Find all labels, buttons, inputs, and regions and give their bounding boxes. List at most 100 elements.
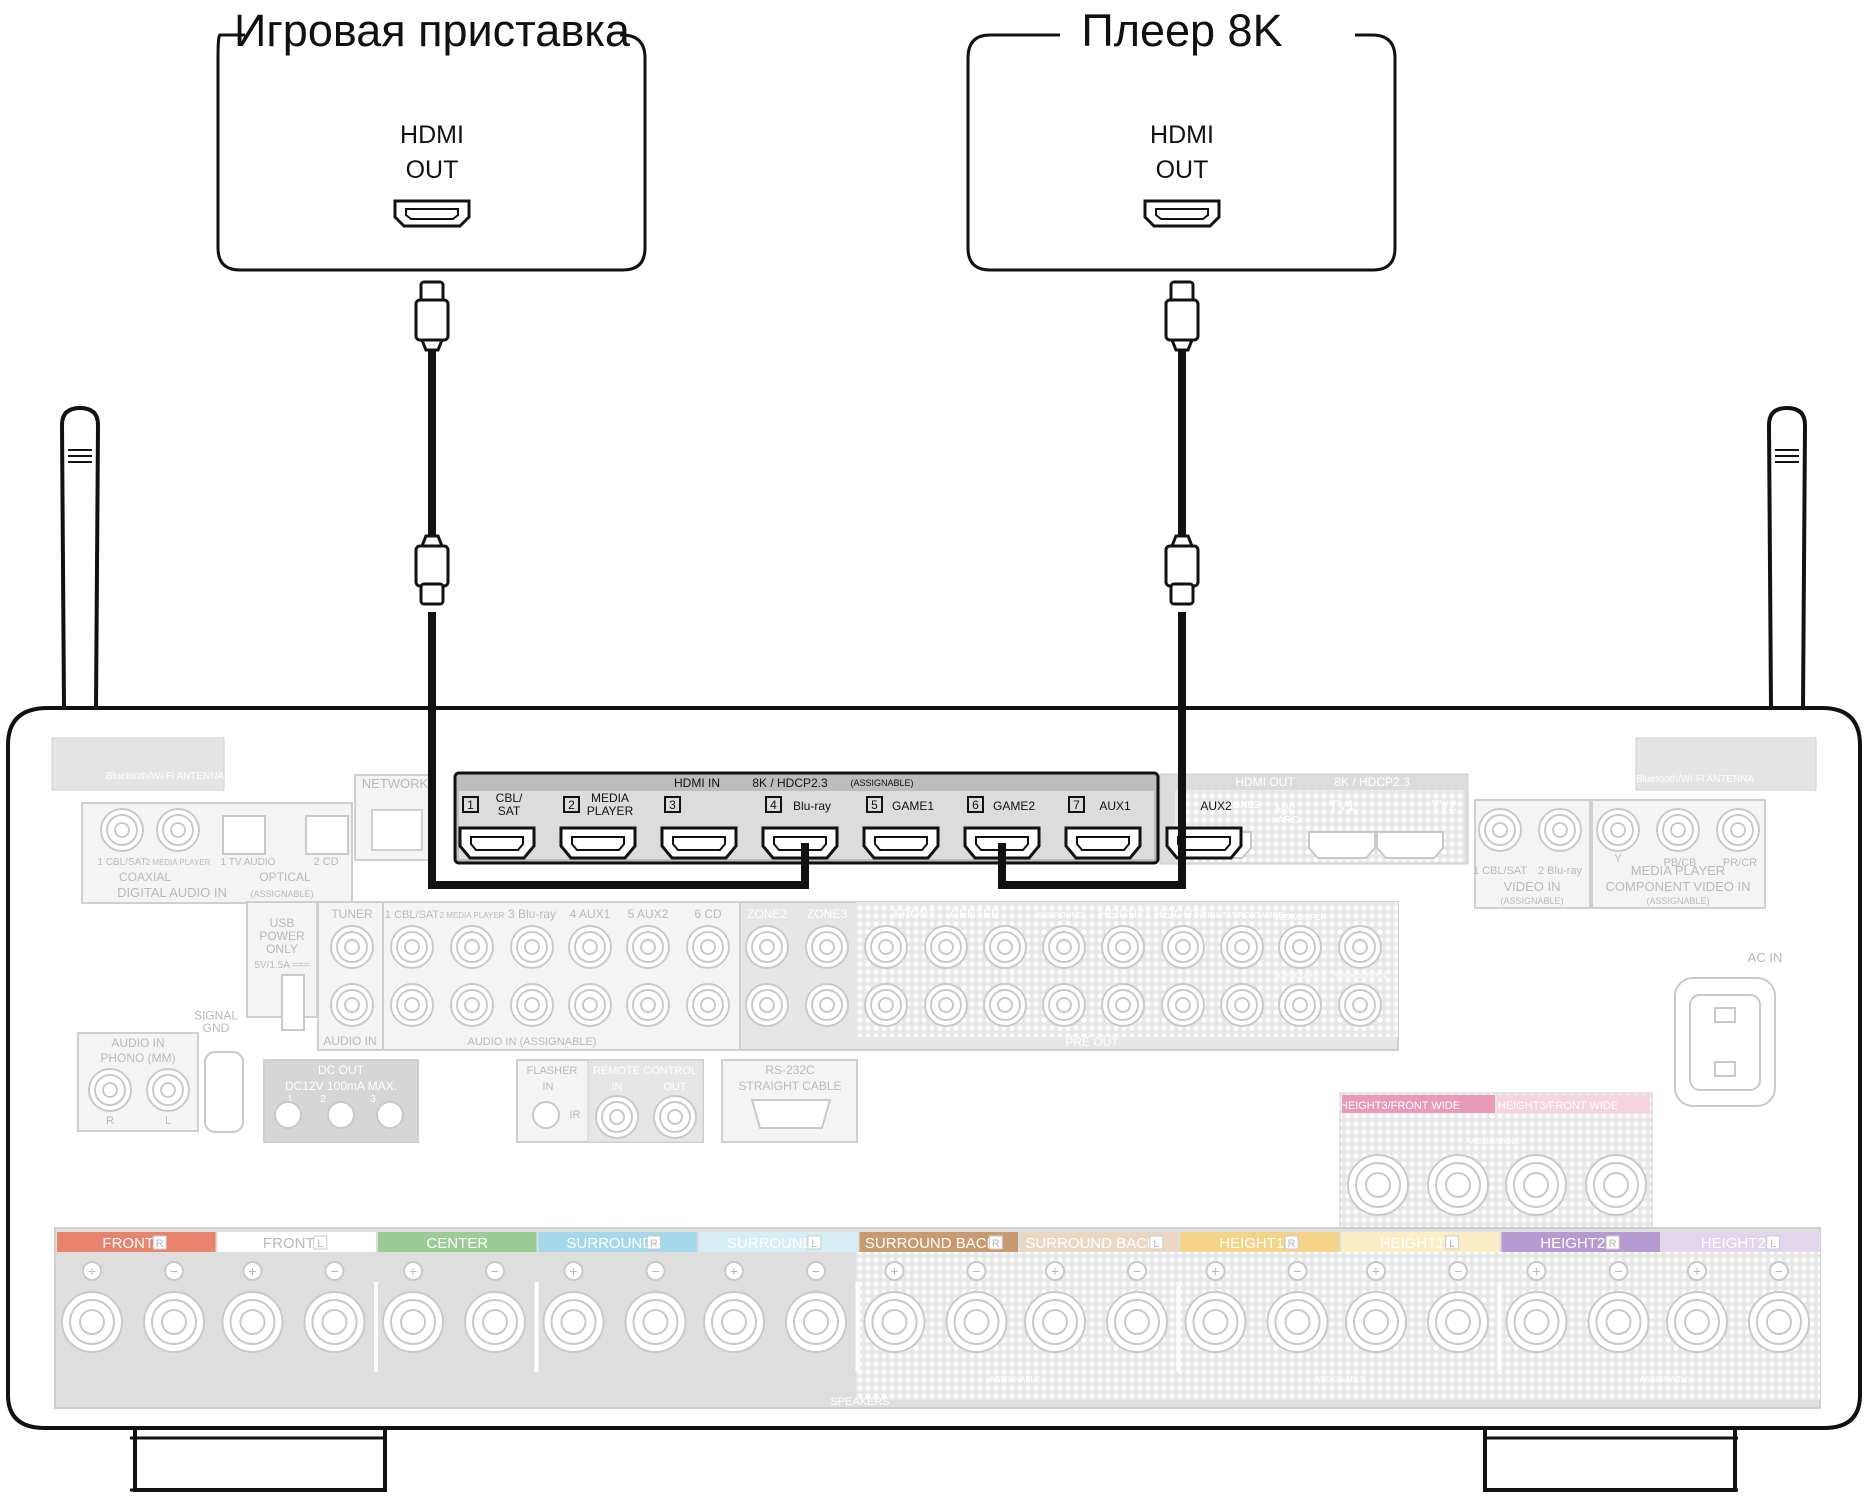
device-title: Игровая приставка — [234, 5, 631, 56]
hdmi-socket[interactable] — [660, 826, 738, 860]
speaker-side: L — [811, 1238, 817, 1250]
port-label: CBL/SAT — [496, 791, 523, 818]
binding-post[interactable] — [464, 1291, 526, 1353]
speaker-channel-label: HEIGHT1 — [1219, 1235, 1284, 1252]
binding-post[interactable] — [61, 1291, 123, 1353]
svg-text:REMOTE CONTROL: REMOTE CONTROL — [593, 1065, 697, 1077]
svg-text:+: + — [569, 1263, 577, 1279]
binding-post[interactable] — [785, 1291, 847, 1353]
svg-text:+: + — [890, 1263, 898, 1279]
coax-1-label: 1 CBL/SAT — [97, 857, 146, 868]
port-number: 7 — [1073, 798, 1080, 812]
rs232c: RS-232C STRAIGHT CABLE — [721, 1059, 858, 1143]
svg-text:PB/CB: PB/CB — [1663, 857, 1696, 869]
port-number: 5 — [871, 798, 878, 812]
binding-post[interactable] — [1024, 1291, 1086, 1353]
hdmi-in-port-8[interactable]: AUX2 — [1165, 799, 1243, 860]
binding-post[interactable] — [1266, 1291, 1329, 1353]
polarity-icon: +− — [242, 1261, 345, 1281]
svg-text:ONLY: ONLY — [266, 942, 298, 956]
polarity-icon: +− — [82, 1261, 184, 1281]
binding-post[interactable] — [542, 1291, 605, 1353]
speaker-side: R — [1288, 1238, 1296, 1250]
port-label: GAME1 — [892, 799, 934, 813]
digital-audio-in-title: DIGITAL AUDIO IN — [117, 885, 227, 900]
binding-post[interactable] — [1666, 1291, 1728, 1353]
svg-text:IN: IN — [543, 1081, 554, 1093]
svg-text:1: 1 — [287, 1094, 293, 1105]
svg-text:TV1: TV1 — [1329, 797, 1355, 813]
speaker-channel-3: CENTER — [378, 1232, 537, 1252]
speaker-channel-label: FRONT — [263, 1235, 315, 1252]
hdmi-in-port-5[interactable]: 5 GAME1 — [862, 796, 940, 860]
hdmi-socket[interactable] — [458, 826, 536, 860]
svg-text:8K / HDCP2.3: 8K / HDCP2.3 — [1334, 775, 1410, 789]
svg-text:4 AUX1: 4 AUX1 — [570, 907, 611, 921]
svg-text:VIDEO IN: VIDEO IN — [1503, 879, 1560, 894]
svg-text:STRAIGHT CABLE: STRAIGHT CABLE — [738, 1079, 841, 1093]
speaker-channel-8: HEIGHT1 R — [1180, 1232, 1339, 1252]
svg-text:+: + — [88, 1263, 96, 1279]
digital-audio-in: 1 CBL/SAT 2 MEDIA PLAYER 1 TV AUDIO 2 CD… — [81, 802, 353, 904]
svg-text:IN: IN — [612, 1081, 623, 1093]
svg-text:SUBWOOFER 4: SUBWOOFER 4 — [1334, 973, 1386, 980]
device-game-console: Игровая приставка HDMI OUT — [216, 5, 647, 272]
svg-text:CENTER: CENTER — [950, 907, 1000, 921]
speaker-channel-label: HEIGHT1 — [1380, 1235, 1445, 1252]
binding-post[interactable] — [703, 1291, 765, 1353]
svg-text:(ASSIGNABLE): (ASSIGNABLE) — [1500, 896, 1563, 906]
hdmi-in-port-3[interactable]: 3 — [660, 796, 738, 860]
port-number: 2 — [568, 798, 575, 812]
port-number: 3 — [669, 798, 676, 812]
binding-post[interactable] — [1587, 1291, 1650, 1353]
svg-text:SUBWOOFER 3: SUBWOOFER 3 — [1274, 973, 1326, 980]
svg-text:−: − — [491, 1263, 499, 1279]
binding-post[interactable] — [1427, 1291, 1489, 1353]
svg-text:HEIGHT3/FRONT WIDE: HEIGHT3/FRONT WIDE — [1498, 1100, 1618, 1112]
binding-post[interactable] — [303, 1291, 366, 1353]
svg-text:HEIGHT1: HEIGHT1 — [1099, 907, 1151, 921]
polarity-icon: +− — [884, 1261, 987, 1281]
svg-text:FRONT: FRONT — [894, 907, 936, 921]
svg-text:+: + — [409, 1263, 417, 1279]
binding-post[interactable] — [1748, 1291, 1810, 1353]
hdmi-socket[interactable] — [559, 826, 637, 860]
device-8k-player: Плеер 8K HDMI OUT — [966, 5, 1397, 272]
dc-out: DC OUT DC12V 100mA MAX. 1 2 3 — [263, 1059, 419, 1143]
polarity-icon: +− — [724, 1261, 826, 1281]
coaxial-label: COAXIAL — [119, 870, 171, 884]
pre-out: ZONE2 ZONE3 FRONT CENTER SURROUND HEIGHT… — [739, 901, 1399, 1051]
binding-post[interactable] — [945, 1291, 1008, 1353]
svg-text:R: R — [106, 1115, 114, 1127]
binding-post[interactable] — [1345, 1291, 1407, 1353]
speaker-channel-label: FRONT — [102, 1235, 154, 1252]
svg-text:−: − — [330, 1263, 338, 1279]
binding-post[interactable] — [221, 1291, 284, 1353]
hdmi-socket[interactable] — [761, 826, 839, 860]
binding-post[interactable] — [382, 1291, 444, 1353]
svg-text:3: 3 — [370, 1094, 376, 1105]
binding-post[interactable] — [1505, 1291, 1568, 1353]
svg-text:L: L — [165, 1115, 171, 1127]
polarity-icon: +− — [1526, 1261, 1629, 1281]
hdmi-socket[interactable] — [862, 826, 940, 860]
binding-post[interactable] — [1106, 1291, 1168, 1353]
svg-text:1 CBL/SAT: 1 CBL/SAT — [385, 909, 439, 921]
binding-post[interactable] — [1184, 1291, 1247, 1353]
optical-label: OPTICAL — [259, 870, 311, 884]
hdmi-socket[interactable] — [1064, 826, 1142, 860]
svg-text:−: − — [651, 1263, 659, 1279]
binding-post[interactable] — [624, 1291, 687, 1353]
binding-post[interactable] — [143, 1291, 205, 1353]
svg-text:DC OUT: DC OUT — [318, 1063, 365, 1077]
binding-post[interactable] — [863, 1291, 926, 1353]
